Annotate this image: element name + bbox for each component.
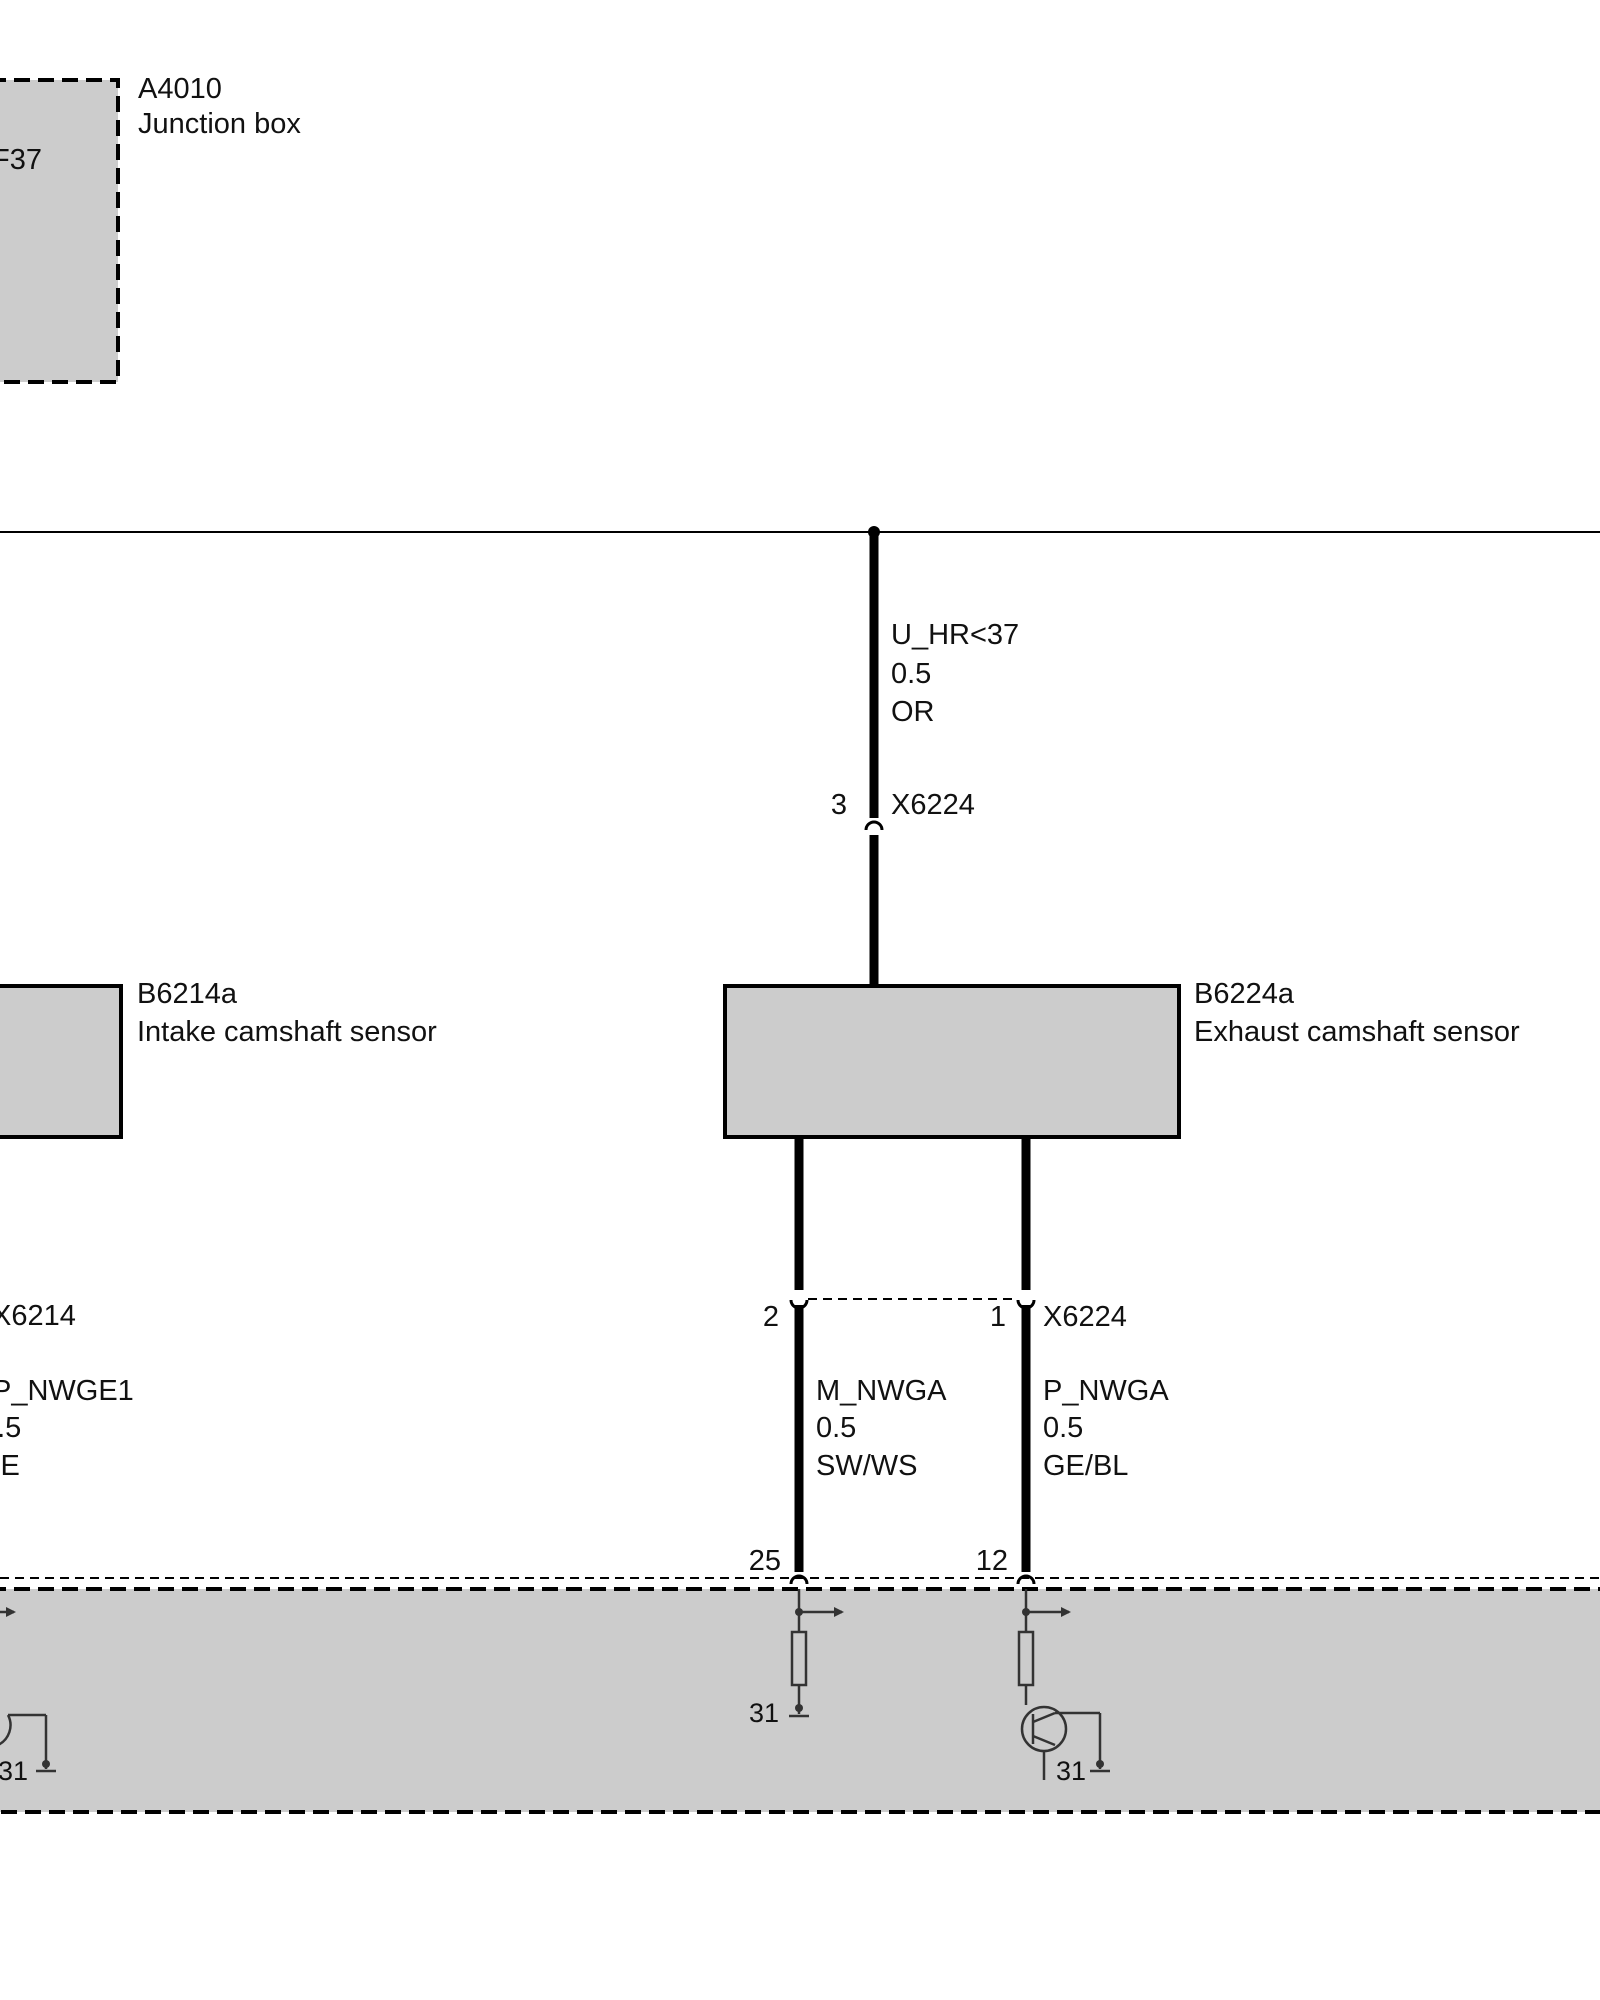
junction-box-id: A4010	[138, 73, 222, 105]
wire-m-nwga-ecu-pin: 25	[749, 1545, 781, 1577]
wire-p-nwga-signal: P_NWGA	[1043, 1375, 1169, 1407]
intake-wire-gauge: 0.5	[0, 1412, 21, 1444]
intake-sensor-name: Intake camshaft sensor	[137, 1016, 437, 1048]
supply-wire-gauge: 0.5	[891, 658, 931, 690]
exhaust-sensor-connector: X6224	[1043, 1301, 1127, 1333]
junction-box-name: Junction box	[138, 108, 301, 140]
wire-p-nwga-gauge: 0.5	[1043, 1412, 1083, 1444]
supply-wire-signal: U_HR<37	[891, 619, 1019, 651]
exhaust-sensor-name: Exhaust camshaft sensor	[1194, 1016, 1520, 1048]
wire-m-nwga-sensor-pin: 2	[763, 1301, 779, 1333]
ecu-pin25-symbol	[789, 1574, 809, 1585]
intake-sensor-connector: X6214	[0, 1300, 76, 1332]
wire-m-nwga-color: SW/WS	[816, 1450, 918, 1482]
intake-wire-color: GE	[0, 1450, 20, 1482]
exhaust-sensor-id: B6224a	[1194, 978, 1295, 1010]
pin25-ground-label: 31	[749, 1698, 779, 1728]
pin25-ground-dot	[795, 1704, 803, 1712]
intake-transistor-symbol	[0, 1714, 12, 1746]
intake-ground-label: 31	[0, 1756, 28, 1786]
pin12-ground-label: 31	[1056, 1756, 1086, 1786]
exhaust-sensor-box	[723, 984, 1181, 1139]
supply-wire-color: OR	[891, 696, 935, 728]
wire-p-nwga-color: GE/BL	[1043, 1450, 1128, 1482]
connector-x6224-pin3-symbol	[864, 820, 884, 831]
intake-wire-signal: P_NWGE1	[0, 1375, 134, 1407]
pin12-transistor-emitter	[1032, 1734, 1056, 1747]
supply-wire-connector: X6224	[891, 789, 975, 821]
junction-box	[0, 78, 120, 384]
ecu-pin12-symbol	[1016, 1574, 1036, 1585]
wire-m-nwga-signal: M_NWGA	[816, 1375, 947, 1407]
intake-sensor-box	[0, 984, 123, 1139]
wire-m-nwga-gauge: 0.5	[816, 1412, 856, 1444]
pin12-ground-dot	[1096, 1760, 1104, 1768]
pin12-transistor-collector	[1032, 1711, 1056, 1724]
intake-ground-dot	[42, 1760, 50, 1768]
wire-p-nwga-sensor-pin: 1	[990, 1301, 1006, 1333]
supply-wire-pin: 3	[831, 789, 847, 821]
junction-box-fuse-label: F37	[0, 144, 42, 176]
wire-p-nwga-ecu-pin: 12	[976, 1545, 1008, 1577]
intake-sensor-id: B6214a	[137, 978, 238, 1010]
